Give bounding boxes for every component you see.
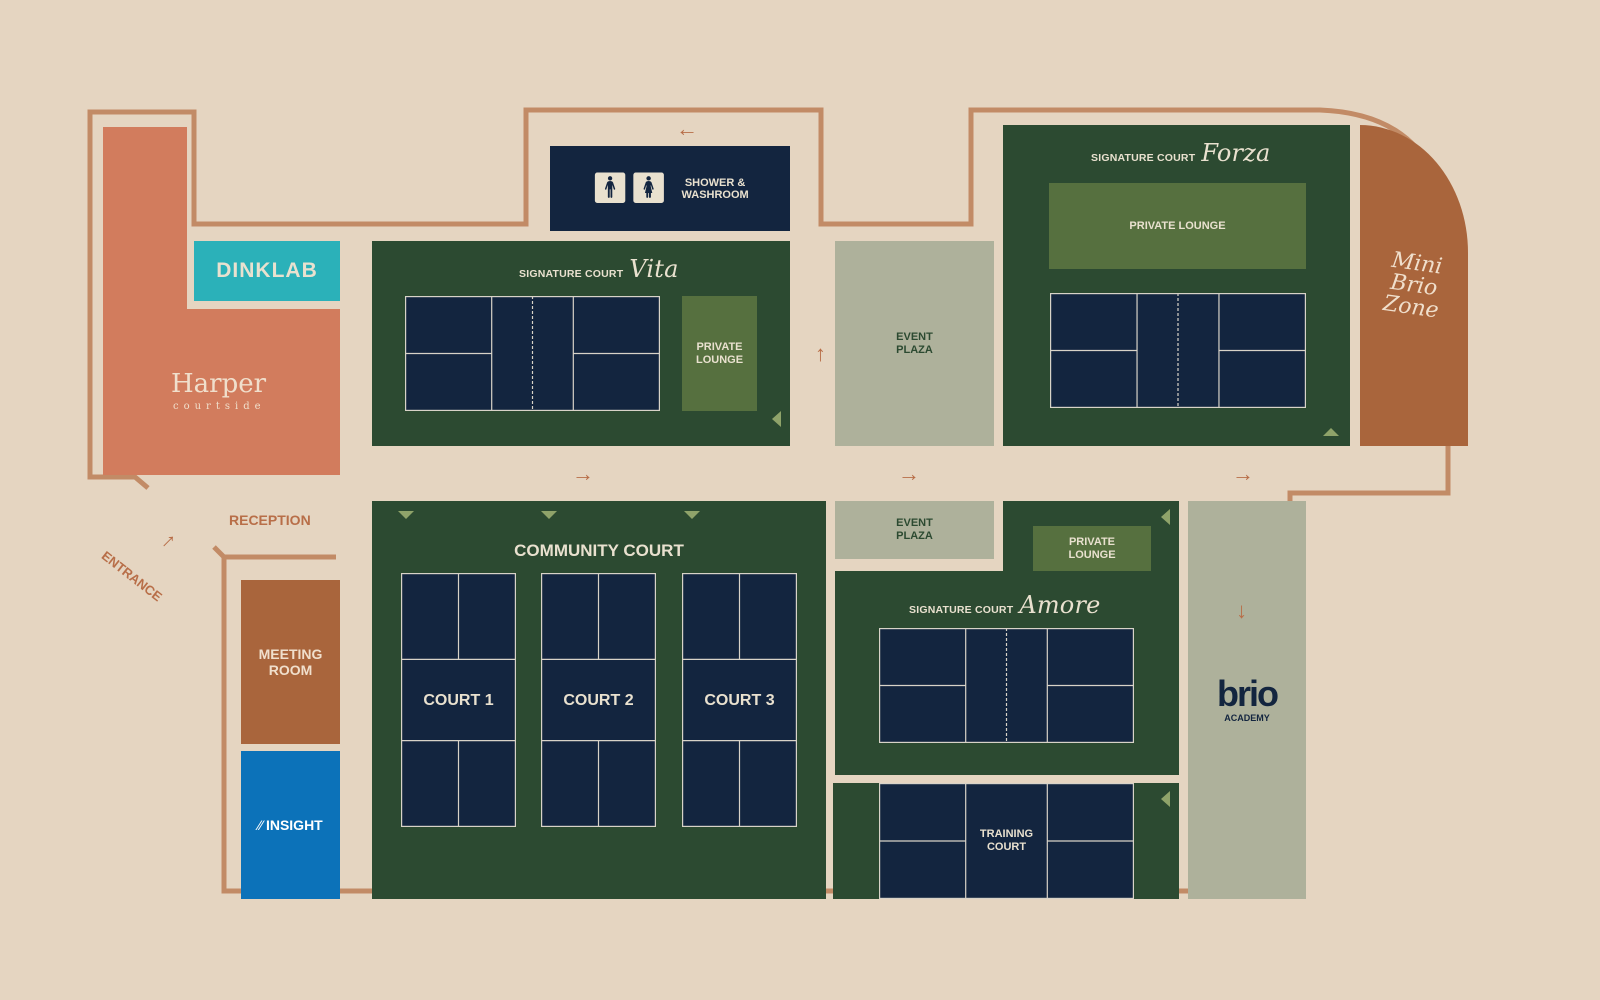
marker-triangle-icon <box>1161 791 1170 807</box>
mini-brio-logo: Mini Brio Zone <box>1381 247 1444 324</box>
community-court-title: COMMUNITY COURT <box>514 541 684 560</box>
harper-courtside[interactable]: Harper courtside <box>103 309 340 475</box>
insight-logo: INSIGHT <box>265 817 323 833</box>
marker-triangle-icon <box>398 511 414 519</box>
insight-swoosh-icon: ⁄⁄ <box>258 817 263 833</box>
court-label: COURT 3 <box>704 691 775 709</box>
amore-court <box>879 628 1134 743</box>
court-3[interactable]: COURT 3 <box>682 573 797 827</box>
restroom-icon: 🚹︎🚺︎ <box>591 172 668 205</box>
court-2[interactable]: COURT 2 <box>541 573 656 827</box>
amore-upper: PRIVATE LOUNGE <box>1003 501 1179 572</box>
marker-triangle-icon <box>684 511 700 519</box>
dinklab[interactable]: DINKLAB <box>194 241 340 301</box>
brio-logo: brio <box>1217 673 1279 714</box>
marker-triangle-icon <box>541 511 557 519</box>
marker-triangle-icon <box>1161 509 1170 525</box>
court-1[interactable]: COURT 1 <box>401 573 516 827</box>
dinklab-logo: DINKLAB <box>216 259 318 282</box>
court-label: COURT 1 <box>423 691 494 709</box>
court-label: TRAINING COURT <box>979 828 1034 853</box>
training-court-lines: TRAINING COURT <box>879 783 1134 899</box>
marker-triangle-icon <box>1323 428 1339 436</box>
forza-private-lounge[interactable]: PRIVATE LOUNGE <box>1049 183 1306 269</box>
insight[interactable]: ⁄⁄INSIGHT <box>241 751 340 899</box>
arrow-left-icon: ← <box>676 116 698 141</box>
shower-washroom[interactable]: 🚹︎🚺︎ SHOWER & WASHROOM <box>550 146 790 231</box>
harper-logo: Harper <box>171 369 267 399</box>
training-court[interactable]: TRAINING COURT <box>833 783 1179 899</box>
brio-academy[interactable]: → brio ACADEMY <box>1188 501 1306 899</box>
meeting-room[interactable]: MEETING ROOM <box>241 580 340 744</box>
arrow-right-icon: → <box>1232 461 1254 486</box>
arrow-right-icon: → <box>898 461 920 486</box>
marker-triangle-icon <box>772 411 781 427</box>
vita-private-lounge[interactable]: PRIVATE LOUNGE <box>682 296 757 411</box>
brio-academy-sub: ACADEMY <box>1224 713 1270 723</box>
forza-court <box>1050 293 1306 408</box>
reception-label: RECEPTION <box>229 512 311 528</box>
amore-private-lounge[interactable]: PRIVATE LOUNGE <box>1033 526 1151 572</box>
community-court[interactable]: COMMUNITY COURT COURT 1 COURT 2 COURT 3 <box>372 501 826 899</box>
arrow-up-icon: → <box>804 344 829 366</box>
vita-court <box>405 296 660 411</box>
event-plaza-bottom[interactable]: EVENT PLAZA <box>835 501 994 559</box>
event-plaza-top[interactable]: EVENT PLAZA <box>835 241 994 446</box>
harper-sub: courtside <box>173 401 266 412</box>
arrow-down-icon: → <box>1233 601 1258 623</box>
arrow-right-icon: → <box>572 461 594 486</box>
shower-label: SHOWER & WASHROOM <box>681 176 749 201</box>
court-label: COURT 2 <box>563 691 634 709</box>
meeting-room-label: MEETING ROOM <box>258 646 323 678</box>
